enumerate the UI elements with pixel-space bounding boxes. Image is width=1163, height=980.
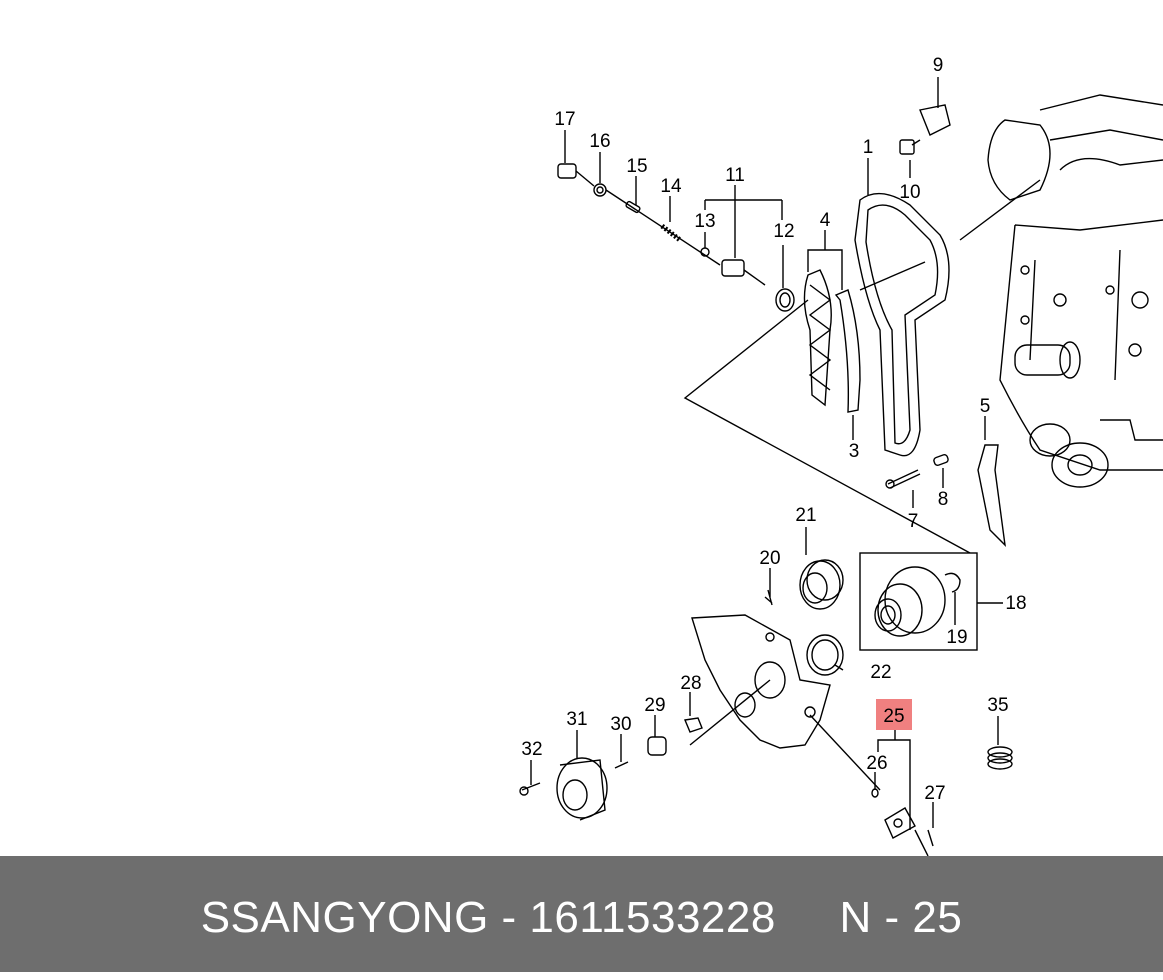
label-35[interactable]: 35	[987, 695, 1008, 716]
engine-block-drawing	[959, 94, 1163, 488]
label-25[interactable]: 25	[883, 706, 904, 727]
label-28[interactable]: 28	[680, 673, 701, 694]
label-1[interactable]: 1	[863, 137, 874, 158]
label-31[interactable]: 31	[566, 709, 587, 730]
label-11[interactable]: 11	[725, 165, 745, 186]
timing-chain-drawing	[854, 192, 950, 457]
label-4[interactable]: 4	[820, 210, 831, 231]
label-18[interactable]: 18	[1005, 593, 1026, 614]
label-17[interactable]: 17	[554, 109, 575, 130]
label-10[interactable]: 10	[899, 182, 920, 203]
parts-diagram: 1 3 4 5 7 8 9 10 11 12 13 14 15 16 17 18…	[519, 55, 1163, 856]
chain-guides-drawing	[683, 269, 971, 554]
label-20[interactable]: 20	[759, 548, 780, 569]
spring-drawing	[987, 746, 1013, 770]
label-13[interactable]: 13	[694, 211, 715, 232]
label-27[interactable]: 27	[924, 783, 945, 804]
label-21[interactable]: 21	[795, 505, 816, 526]
label-16[interactable]: 16	[589, 131, 610, 152]
label-5[interactable]: 5	[980, 396, 991, 417]
oil-pump-cover-drawing	[689, 614, 881, 791]
crank-pulley-drawing	[764, 552, 978, 676]
leader-lines	[530, 77, 1003, 830]
footer-text: SSANGYONG - 1611533228 N - 25	[200, 893, 963, 942]
label-12[interactable]: 12	[773, 221, 794, 242]
footer-bar: SSANGYONG - 1611533228 N - 25	[0, 856, 1163, 972]
label-32[interactable]: 32	[521, 739, 542, 760]
label-29[interactable]: 29	[644, 695, 665, 716]
highlight-box-25	[876, 699, 912, 730]
label-15[interactable]: 15	[626, 156, 647, 177]
label-8[interactable]: 8	[938, 489, 949, 510]
label-26[interactable]: 26	[866, 753, 887, 774]
label-3[interactable]: 3	[849, 441, 860, 462]
label-19[interactable]: 19	[946, 627, 967, 648]
label-7[interactable]: 7	[908, 511, 919, 532]
label-22[interactable]: 22	[870, 662, 891, 683]
label-30[interactable]: 30	[610, 714, 631, 735]
misc-parts-drawing	[885, 104, 1006, 547]
front-parts-drawing	[519, 717, 703, 821]
label-14[interactable]: 14	[660, 176, 682, 197]
callout-labels: 1 3 4 5 7 8 9 10 11 12 13 14 15 16 17 18…	[521, 55, 1026, 804]
label-9[interactable]: 9	[933, 55, 944, 76]
